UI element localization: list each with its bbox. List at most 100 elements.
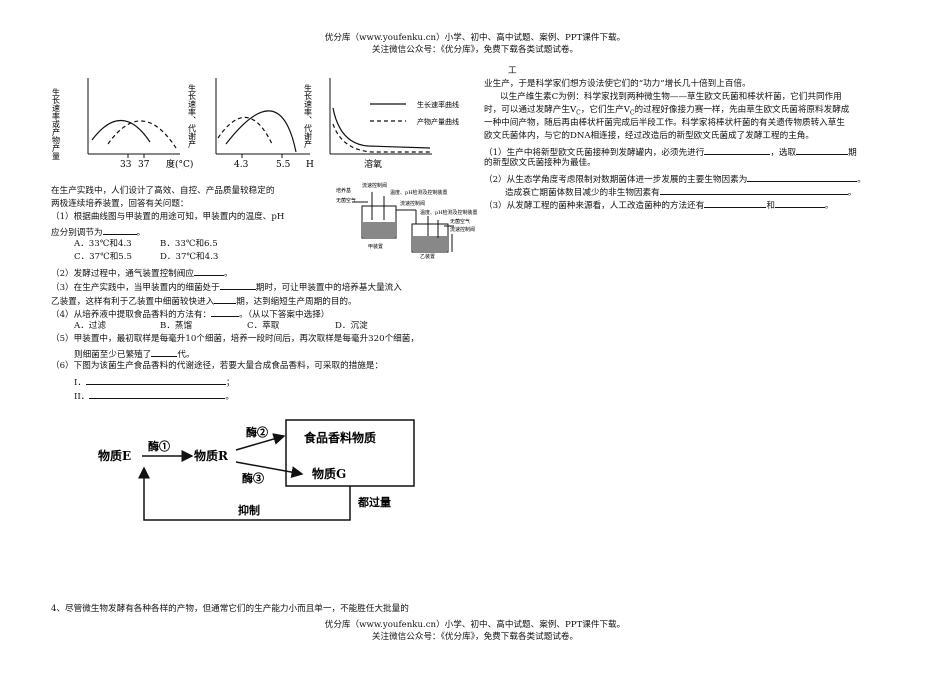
answer-blank-q2[interactable] [193, 266, 224, 276]
right-q2b-end: 。 [847, 188, 857, 198]
label-flow-valve-3: 流速控制阀 [450, 226, 475, 233]
right-gong: 工 [508, 66, 517, 76]
question-2-end: 。 [223, 269, 233, 279]
answer-blank-r3b[interactable] [774, 198, 825, 208]
graph-temperature: 生长速率或产物产量 33 37 度(°C) [52, 78, 193, 170]
label-inhibit: 抑制 [238, 503, 260, 517]
question-4: （4）从培养液中提取食品香料的方法有： 。（从以下答案中选择） [51, 307, 329, 321]
graph1-tick-33: 33 [120, 160, 132, 170]
right-question-2-line-2: 造成衰亡期菌体数目减少的非生物因素有 。 [505, 185, 856, 199]
label-sterile-air-1: 无菌空气 [336, 197, 356, 204]
label-temp-ph-1: 温度、pH检测及控制装置 [390, 189, 448, 196]
right-paragraph-1: 业生产，于是科学家们想方设法使它们的“功力”增长几十倍到上百倍。 [484, 79, 751, 89]
graph2-ylabel: 生长速率、代谢产 [188, 83, 197, 149]
right-q3-end: 。 [824, 201, 834, 211]
intro-line-1: 在生产实践中，人们设计了高效、自控、产品质量较稳定的 [51, 186, 275, 196]
question-5-line-1: （5）甲装置中，最初取样是每毫升10个细菌，培养一段时间后，再次取样是每毫升32… [51, 334, 419, 344]
right-q3-text: （3）从发酵工程的菌种来源看，人工改造菌种的方法还有 [484, 201, 705, 211]
question-3-line-1: （3）在生产实践中，当甲装置内的细菌处于 期时，可让甲装置中的培养基大量流入 [51, 280, 402, 294]
page-header-line2: 关注微信公众号：《优分库》，免费下载各类试题试卷。 [371, 45, 579, 55]
right-q2b-text: 造成衰亡期菌体数目减少的非生物因素有 [505, 188, 660, 198]
graph2-tick-5.5: 5.5 [276, 160, 291, 170]
question-4-text: （4）从培养液中提取食品香料的方法有： [51, 310, 212, 320]
question-3-text-b: 乙装置，这样有利于乙装置中细菌较快进入 [51, 297, 215, 307]
graph1-ylabel: 生长速率或产物产量 [52, 87, 61, 160]
question-2: （2）发酵过程中，通气装置控制阀应 。 [51, 266, 233, 280]
right-p3-b: ，它们生产V [580, 105, 630, 115]
label-enzyme-2: 酶② [246, 425, 268, 439]
q4-option-b: B．蒸馏 [160, 321, 193, 331]
right-q1-mid: ，选取 [770, 148, 797, 158]
node-substance-e: 物质E [98, 448, 131, 463]
right-q1-end: 期 [848, 148, 857, 158]
right-question-1-line-2: 的新型欧文氏菌接种为最佳。 [484, 158, 596, 168]
question-6-item-i: I．； [74, 375, 235, 389]
answer-blank-q3b[interactable] [214, 294, 237, 304]
graph2-tick-4.3: 4.3 [234, 160, 249, 170]
answer-blank-q6-ii[interactable] [89, 389, 226, 399]
answer-blank-r1b[interactable] [796, 145, 849, 155]
answer-blank-r3a[interactable] [704, 198, 767, 208]
question-1-line-1: （1）根据曲线图与甲装置的用途可知，甲装置内的温度、pH [51, 212, 285, 222]
right-question-3: （3）从发酵工程的菌种来源看，人工改造菌种的方法还有 和 。 [484, 198, 834, 212]
q1-option-a: A．33℃和4.3 [74, 239, 132, 249]
growth-curve-graphs: 生长速率或产物产量 33 37 度(°C) 生长速率、代谢产 4.3 5.5 H… [52, 78, 459, 170]
legend-solid-label: 生长速率曲线 [417, 100, 459, 109]
label-excess: 都过量 [357, 495, 391, 509]
legend-dashed-label: 产物产量曲线 [417, 117, 459, 126]
answer-blank-r1a[interactable] [704, 145, 771, 155]
question-1-end: 。 [136, 228, 146, 238]
label-nutrient: 培养基 [336, 187, 351, 194]
question-5-end: 代。 [177, 350, 195, 360]
question-6-ii-label: II． [74, 392, 90, 402]
answer-blank-q1[interactable] [102, 225, 137, 235]
answer-blank-q3a[interactable] [219, 280, 256, 290]
q4-option-c: C．萃取 [247, 321, 280, 331]
page-footer-line1: 优分库（www.youfenku.cn）小学、初中、高中试题、案例、PPT课件下… [324, 620, 626, 630]
label-flow-valve-2: 流速控制阀 [400, 200, 425, 207]
question-6: （6）下图为该菌生产食品香料的代谢途径，若要大量合成食品香料，可采取的措施是： [51, 361, 384, 371]
right-p3b-sub: C [629, 109, 635, 117]
right-q2-text: （2）从生态学角度考虑限制对数期菌体进一步发展的主要生物因素为 [484, 175, 748, 185]
question-6-item-ii: II． 。 [74, 389, 234, 403]
answer-blank-q6-i[interactable] [86, 375, 226, 385]
right-question-2: （2）从生态学角度考虑限制对数期菌体进一步发展的主要生物因素为 。 [484, 172, 866, 186]
question-3-text-a: （3）在生产实践中，当甲装置内的细菌处于 [51, 283, 220, 293]
q4-option-d: D．沉淀 [335, 321, 368, 331]
answer-blank-q4[interactable] [211, 307, 240, 317]
metabolic-pathway-diagram: 物质E 酶① 物质R 酶② 酶③ 食品香料物质 物质G 都过量 抑制 [98, 419, 415, 521]
right-q3-mid: 和 [766, 201, 775, 211]
right-paragraph-2: 以生产维生素C为例：科学家找到两种微生物——草生欧文氏菌和棒状杆菌，它们共同作用 [500, 92, 842, 102]
q1-option-d: D．37℃和4.3 [160, 252, 219, 262]
right-question-1: （1）生产中将新型欧文氏菌接种到发酵罐内，必须先进行 ，选取 期 [484, 145, 857, 159]
right-q1-text: （1）生产中将新型欧文氏菌接种到发酵罐内，必须先进行 [484, 148, 705, 158]
node-substance-g: 物质G [312, 466, 346, 481]
question-3-line-2: 乙装置，这样有利于乙装置中细菌较快进入 期，达到缩短生产周期的目的。 [51, 294, 357, 308]
question-1-line-2: 应分别调节为。 [51, 225, 145, 239]
question-3-text-a-end: 期时，可让甲装置中的培养基大量流入 [255, 283, 402, 293]
q1-option-b: B．33℃和6.5 [160, 239, 218, 249]
graph1-tick-37: 37 [138, 160, 150, 170]
two-stage-culture-apparatus: 培养基 流速控制阀 温度、pH检测及控制装置 无菌空气 流速控制阀 温度、pH检… [336, 182, 478, 260]
graph3-ylabel: 生长速率、代谢产 [304, 83, 313, 149]
question-4-end: 。（从以下答案中选择） [239, 310, 330, 320]
graph1-xlabel: 度(°C) [166, 158, 193, 170]
answer-blank-r2b[interactable] [659, 185, 848, 195]
answer-blank-r2a[interactable] [747, 172, 858, 182]
question-6-ii-end: 。 [225, 392, 234, 402]
question-6-i-label: I． [74, 378, 86, 388]
label-enzyme-1: 酶① [148, 439, 170, 453]
graph-ph: 生长速率、代谢产 4.3 5.5 H [188, 78, 314, 170]
node-substance-r: 物质R [194, 448, 229, 463]
label-enzyme-3: 酶③ [242, 471, 264, 485]
question-2-text: （2）发酵过程中，通气装置控制阀应 [51, 269, 194, 279]
label-sterile-air-2: 无菌空气 [450, 218, 470, 225]
right-q2-end: 。 [857, 175, 866, 185]
right-p3-sub: C [576, 109, 581, 117]
label-flow-valve-top: 流速控制阀 [362, 182, 387, 189]
right-p3-c: 的过程好像接力赛一样，先由草生欧文氏菌将原料发酵成 [634, 105, 850, 115]
question-3-text-b-end: 期，达到缩短生产周期的目的。 [236, 297, 357, 307]
question-5-text: 则细菌至少已繁殖了 [74, 350, 152, 360]
answer-blank-q5[interactable] [151, 347, 178, 357]
label-device-jia: 甲装置 [368, 243, 383, 250]
